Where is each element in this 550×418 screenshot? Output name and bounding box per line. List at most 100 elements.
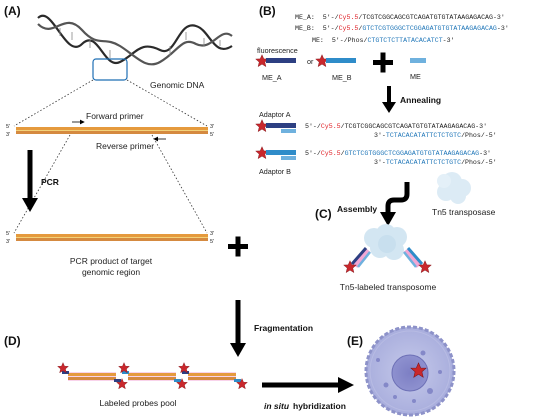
svg-text:3'-TCTACACATATTCTCTGTC/Phos/-5: 3'-TCTACACATATTCTCTGTC/Phos/-5' — [374, 159, 497, 166]
svg-text:ME: 5'-/Phos/CTGTCTCTTAT: ME: 5'-/Phos/CTGTCTCTTATACACATCT-3' — [312, 37, 455, 44]
pcr-label: PCR — [41, 177, 59, 187]
tn5-transposase-icon — [437, 172, 471, 204]
adaptor-b-top-strand — [266, 150, 296, 155]
adaptor-a-top-strand — [266, 123, 296, 128]
adaptor-b-bottom-suffix: /Phos/-5' — [461, 159, 497, 166]
product-3prime-bottom: 3' — [6, 239, 10, 245]
adaptor-a-cy55: Cy5.5 — [321, 123, 341, 130]
adaptor-a-suffix: -3' — [475, 123, 487, 130]
transposome-label: Tn5-labeled transposome — [340, 282, 437, 292]
target-line-left — [13, 134, 71, 234]
me-b-seq: GTCTCGTGGGCTCGGAGATGTGTATAAGAGACAG — [362, 25, 497, 32]
zoom-line-left — [13, 79, 94, 127]
pcr-product-dna — [16, 234, 208, 241]
hybridization-label: hybridization — [293, 401, 346, 411]
me-a-cy55: Cy5.5 — [339, 14, 359, 21]
reverse-primer-label: Reverse primer — [96, 141, 154, 151]
panel-label-e: (E) — [347, 334, 363, 348]
me-b-prefix: 5'-/ — [323, 25, 339, 32]
me-a-label: ME_A — [262, 73, 282, 82]
me-oligo-bar — [410, 58, 426, 63]
or-label: or — [307, 57, 314, 66]
me-label: ME — [410, 72, 421, 81]
adaptor-b-sequence: 5'-/Cy5.5/GTCTCGTGGGCTCGGAGATGTGTATAAGAG… — [305, 150, 497, 166]
adaptor-b-label: Adaptor B — [259, 167, 291, 176]
strand-3prime-top: 3' — [210, 124, 214, 130]
strand-3prime-bottom: 3' — [6, 132, 10, 138]
me-b-suffix: -3' — [497, 25, 509, 32]
fragmentation-label: Fragmentation — [254, 323, 313, 333]
assembly-arrow-head — [380, 212, 396, 226]
adaptor-b-bottom-seq: TCTACACATATTCTCTGTC — [386, 159, 461, 166]
panel-label-a: (A) — [4, 4, 21, 18]
adaptor-a-label: Adaptor A — [259, 110, 291, 119]
panel-label-d: (D) — [4, 334, 21, 348]
me-b-sequence: ME_B: 5'-/Cy5.5/GTCTCGTGGGCTCGGAGATGTGTA… — [295, 25, 509, 32]
svg-text:ME_B: 5'-/Cy5.5/GTCTCGTG: ME_B: 5'-/Cy5.5/GTCTCGTGGGCTCGGAGATGTGTA… — [295, 25, 509, 32]
adaptor-a-slash: / — [341, 123, 345, 130]
me-b-label: ME_B — [332, 73, 352, 82]
annealing-arrow-head — [382, 102, 396, 113]
annealing-label: Annealing — [400, 95, 441, 105]
product-3prime-top: 3' — [210, 231, 214, 237]
zoom-line-right — [126, 79, 208, 127]
dna-zoom-box — [92, 58, 128, 81]
svg-text:5'-/Cy5.5/TCGTCGGCAGCGTCAGATGT: 5'-/Cy5.5/TCGTCGGCAGCGTCAGATGTGTATAAGAGA… — [305, 123, 487, 130]
adaptor-a-seq: TCGTCGGCAGCGTCAGATGTGTATAAGAGACAG — [345, 123, 476, 130]
me-sequence: ME: 5'-/Phos/CTGTCTCTTATACACATCT-3' — [312, 37, 455, 44]
pcr-product-label-line2: genomic region — [82, 267, 140, 277]
strand-5prime-top: 5' — [6, 124, 10, 130]
assembly-label: Assembly — [337, 204, 377, 214]
probes-pool-label: Labeled probes pool — [99, 398, 176, 408]
hybridization-arrow-head — [338, 377, 354, 393]
me-b-slash: / — [358, 25, 362, 32]
me-suffix: -3' — [443, 37, 455, 44]
adaptor-b-cy55: Cy5.5 — [321, 150, 341, 157]
adaptor-b-seq: GTCTCGTGGGCTCGGAGATGTGTATAAGAGACAG — [345, 150, 480, 157]
adaptor-a-bottom-suffix: /Phos/-5' — [461, 132, 497, 139]
adaptor-b-bottom-prefix: 3'- — [374, 159, 386, 166]
adaptor-a-sequence: 5'-/Cy5.5/TCGTCGGCAGCGTCAGATGTGTATAAGAGA… — [305, 123, 497, 139]
me-b-oligo-bar — [326, 58, 356, 63]
me-name: ME: — [312, 37, 324, 44]
panel-label-c: (C) — [315, 207, 332, 221]
product-5prime-top: 5' — [6, 231, 10, 237]
me-a-prefix: 5'-/ — [323, 14, 339, 21]
forward-primer-label: Forward primer — [86, 111, 144, 121]
me-b-name: ME_B: — [295, 25, 315, 32]
plus-icon-b — [373, 52, 393, 73]
adaptor-a-bottom-strand — [281, 129, 296, 133]
me-a-name: ME_A: — [295, 14, 315, 21]
panel-label-b: (B) — [259, 4, 276, 18]
double-strand-dna — [16, 127, 208, 134]
pcr-product-label-line1: PCR product of target — [70, 256, 153, 266]
svg-text:ME_A: 5'-/Cy5.5/TCGTCGGC: ME_A: 5'-/Cy5.5/TCGTCGGCAGCGTCAGATGTGTAT… — [295, 14, 505, 21]
adaptor-b-slash: / — [341, 150, 345, 157]
me-a-slash: / — [358, 14, 362, 21]
pcr-arrow-head — [22, 198, 38, 212]
assembly-arrow-shaft — [385, 182, 410, 214]
hybridization-label-italic: in situ — [264, 401, 290, 411]
cell-icon — [364, 325, 456, 417]
me-phos-prefix: 5'-/Phos/ — [332, 37, 368, 44]
adaptor-a-bottom-seq: TCTACACATATTCTCTGTC — [386, 132, 461, 139]
me-a-oligo-bar — [266, 58, 296, 63]
tn5-label: Tn5 transposase — [432, 207, 496, 217]
target-line-right — [151, 134, 208, 234]
me-a-suffix: -3' — [493, 14, 505, 21]
labeled-probes-pool — [62, 371, 241, 382]
adaptor-a-prefix: 5'-/ — [305, 123, 321, 130]
me-a-sequence: ME_A: 5'-/Cy5.5/TCGTCGGCAGCGTCAGATGTGTAT… — [295, 14, 505, 21]
strand-5prime-bottom: 5' — [210, 132, 214, 138]
adaptor-b-bottom-strand — [281, 156, 296, 160]
fluorescence-label: fluorescence — [257, 46, 298, 55]
svg-text:3'-TCTACACATATTCTCTGTC/Phos/-5: 3'-TCTACACATATTCTCTGTC/Phos/-5' — [374, 132, 497, 139]
product-5prime-bottom: 5' — [210, 239, 214, 245]
genomic-dna-helix — [37, 14, 233, 66]
genomic-dna-label: Genomic DNA — [150, 80, 205, 90]
me-a-seq: TCGTCGGCAGCGTCAGATGTGTATAAGAGACAG — [362, 14, 493, 21]
tn5-transposome-icon — [350, 224, 424, 268]
adaptor-b-prefix: 5'-/ — [305, 150, 321, 157]
me-b-cy55: Cy5.5 — [339, 25, 359, 32]
